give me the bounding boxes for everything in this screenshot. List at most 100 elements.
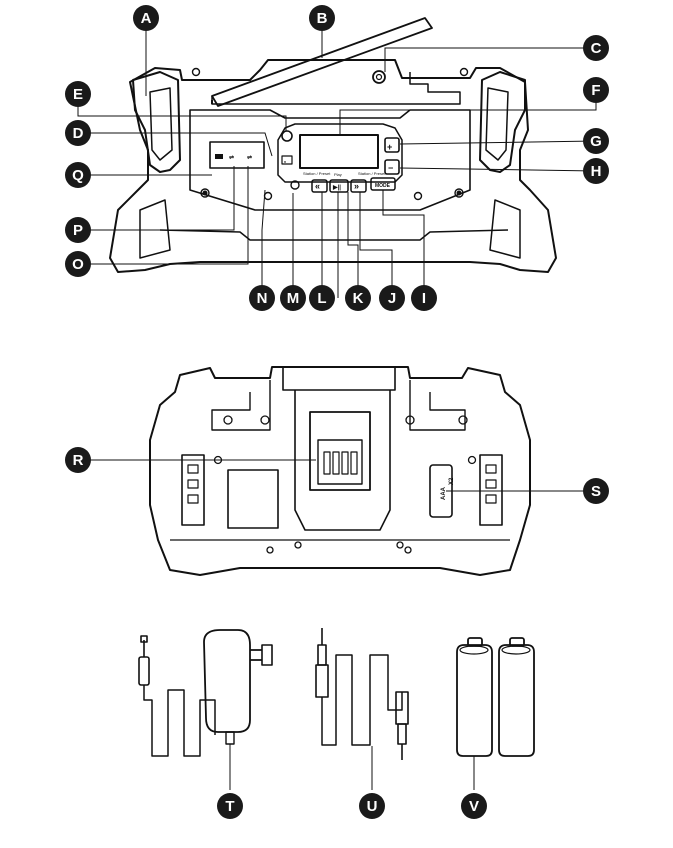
callout-a: A: [133, 5, 159, 31]
callout-g: G: [583, 128, 609, 154]
mode-label: MODE: [375, 183, 391, 189]
callout-circle: [65, 162, 91, 188]
callout-m: M: [280, 285, 306, 311]
callout-circle: [379, 285, 405, 311]
volume-down-button: [384, 159, 400, 175]
callout-u: U: [359, 793, 385, 819]
callout-circle: [345, 285, 371, 311]
callout-s: S: [583, 478, 609, 504]
prev-label: «: [315, 181, 320, 191]
callout-letter: P: [73, 222, 83, 239]
callout-letter: E: [73, 86, 83, 103]
next-button: [350, 179, 367, 193]
aux-jack: [290, 180, 300, 190]
callout-circle: [583, 478, 609, 504]
callout-letter: I: [422, 290, 426, 307]
ac-adapter: [138, 629, 273, 790]
radio-body-outline: [109, 59, 557, 273]
callout-letter: A: [141, 10, 152, 27]
usb-2-label: ⇌: [247, 153, 252, 161]
under-play-label: Play: [334, 172, 342, 177]
callout-t: T: [217, 793, 243, 819]
callout-b: B: [309, 5, 335, 31]
callout-l: L: [309, 285, 335, 311]
callout-letter: D: [73, 125, 84, 142]
callout-circle: [217, 793, 243, 819]
screw: [454, 188, 464, 198]
volume-up-button: [384, 137, 400, 153]
callout-circle: [583, 77, 609, 103]
callout-letter: B: [317, 10, 328, 27]
antenna: [211, 17, 433, 107]
callout-letter: G: [590, 133, 602, 150]
svg-text:ʙ: ʙ: [284, 159, 286, 164]
callout-i: I: [411, 285, 437, 311]
callout-letter: M: [287, 290, 300, 307]
callout-p: P: [65, 217, 91, 243]
aux-cable: [315, 628, 409, 790]
aaa-batteries: [456, 637, 535, 790]
callout-circle: [309, 5, 335, 31]
rear-body-outline: [149, 366, 531, 576]
aux-wire: [321, 654, 403, 746]
front-leader-lines: [77, 18, 597, 298]
callout-circle: [583, 158, 609, 184]
volume-up-label: +: [387, 142, 392, 152]
callout-letter: H: [591, 163, 602, 180]
callout-j: J: [379, 285, 405, 311]
lcd-display: [299, 134, 379, 169]
prev-button: [311, 179, 328, 193]
aux-port: [215, 154, 223, 159]
callout-k: K: [345, 285, 371, 311]
callout-letter: S: [591, 483, 601, 500]
aaa-count-label: X2: [449, 477, 455, 485]
battery-2: [498, 644, 535, 757]
callout-h: H: [583, 158, 609, 184]
under-next-label: Station / Preset: [358, 171, 386, 176]
play-label: ▶||: [332, 184, 341, 191]
callout-circle: [133, 5, 159, 31]
callout-circle: [583, 35, 609, 61]
callout-letter: N: [257, 290, 268, 307]
callout-f: F: [583, 77, 609, 103]
left-handle-inner: [149, 87, 173, 161]
rear-side-left: [181, 454, 205, 526]
callout-letter: Q: [72, 167, 84, 184]
front-view-radio: ⇌ ⇌ ʙ + − « ▶|| » MODE Station / Preset …: [109, 17, 557, 273]
callout-letter: C: [591, 40, 602, 57]
rear-view-radio: AAA X2: [149, 366, 531, 576]
battery-dock: [309, 411, 371, 491]
usb-1-label: ⇌: [229, 153, 234, 161]
display-bezel: [277, 123, 403, 183]
callout-letter: F: [591, 82, 600, 99]
rear-panel-left: [227, 469, 279, 529]
callout-circle: [280, 285, 306, 311]
volume-down-label: −: [388, 163, 393, 173]
callout-q: Q: [65, 162, 91, 188]
callout-circle: [461, 793, 487, 819]
aaa-label: AAA: [441, 486, 447, 500]
callout-circle: [583, 128, 609, 154]
callout-r: R: [65, 447, 91, 473]
callout-c: C: [583, 35, 609, 61]
callout-n: N: [249, 285, 275, 311]
callout-circle: [309, 285, 335, 311]
callout-circle: [359, 793, 385, 819]
rear-leader-lines: [78, 459, 596, 492]
rear-side-right: [479, 454, 503, 526]
under-prev-label: Station / Preset: [303, 171, 331, 176]
top-rail: [211, 72, 461, 105]
usb-port-cover: [209, 141, 265, 169]
callout-d: D: [65, 120, 91, 146]
left-handle: [132, 71, 181, 173]
battery-1: [456, 644, 493, 757]
antenna-pivot: [372, 70, 386, 84]
adapter-brick: [203, 629, 251, 733]
power-button: [281, 130, 293, 142]
right-foot: [489, 199, 521, 259]
callout-letter: L: [317, 290, 326, 307]
callout-circle: [411, 285, 437, 311]
right-handle: [479, 71, 526, 173]
